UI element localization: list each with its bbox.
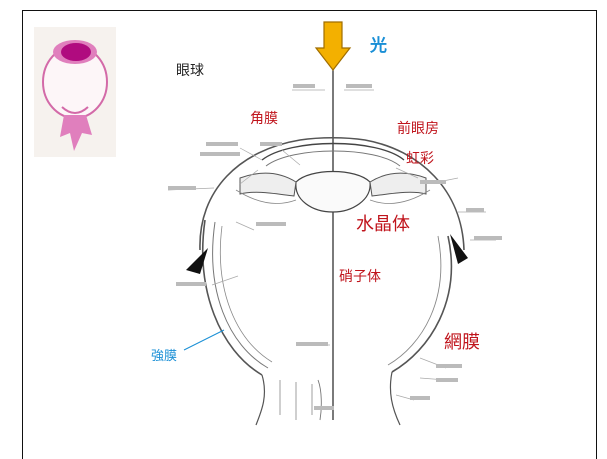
right-ciliary-body	[369, 172, 427, 197]
cornea-label: 角膜	[250, 111, 278, 127]
sclera-outline-left	[202, 219, 263, 376]
eye-thumbnail	[34, 27, 116, 157]
right-muscle	[450, 234, 468, 264]
lens-label: 水晶体	[356, 214, 410, 235]
left-ciliary-body	[239, 172, 297, 197]
vitreous-label: 硝子体	[339, 269, 381, 285]
light-label: 光	[370, 36, 387, 56]
sclera-label: 強膜	[151, 349, 178, 364]
left-muscle	[186, 248, 208, 274]
faint-annotation-text	[168, 84, 502, 410]
lens-shape	[295, 170, 371, 213]
sclera-outline-right	[391, 235, 453, 373]
optic-nerve-left	[255, 374, 266, 426]
sclera-pointer-line	[183, 329, 225, 351]
thumbnail-title: 眼球	[176, 63, 204, 79]
iris-label: 虹彩	[406, 151, 434, 167]
optic-nerve-right	[389, 371, 401, 426]
thumbnail-eye-drawing	[42, 40, 108, 151]
light-down-arrow-icon	[314, 21, 352, 71]
cornea-curve	[261, 142, 405, 161]
retina-label: 網膜	[444, 332, 480, 353]
annotation-leaders	[167, 89, 496, 401]
anterior-chamber-label: 前眼房	[397, 121, 439, 137]
